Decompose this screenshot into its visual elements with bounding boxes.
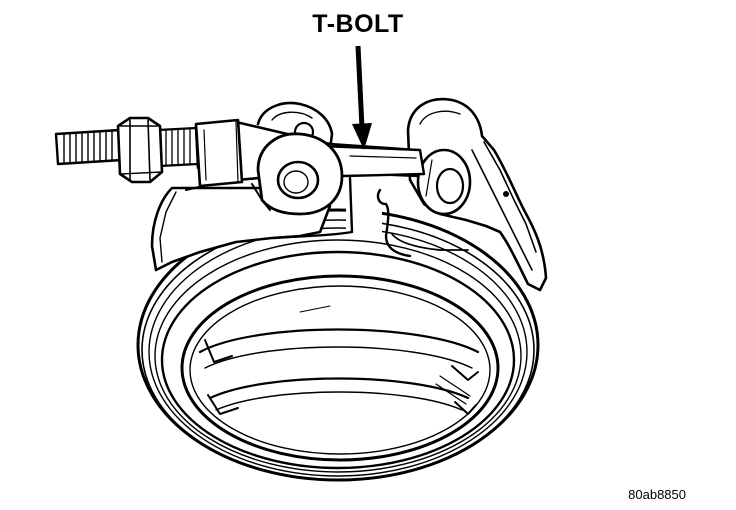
trunnion-eye: [251, 132, 344, 216]
hex-nut: [116, 116, 164, 184]
clamp-band: [136, 208, 540, 482]
t-bolt-label: T-BOLT: [312, 10, 404, 38]
right-trunnion-bracket: [406, 97, 548, 292]
bolt-threads: [63, 129, 113, 164]
band-gap: [272, 176, 469, 258]
t-bolt-callout-arrow: [352, 45, 372, 150]
figure-id: 80ab8850: [628, 487, 686, 502]
